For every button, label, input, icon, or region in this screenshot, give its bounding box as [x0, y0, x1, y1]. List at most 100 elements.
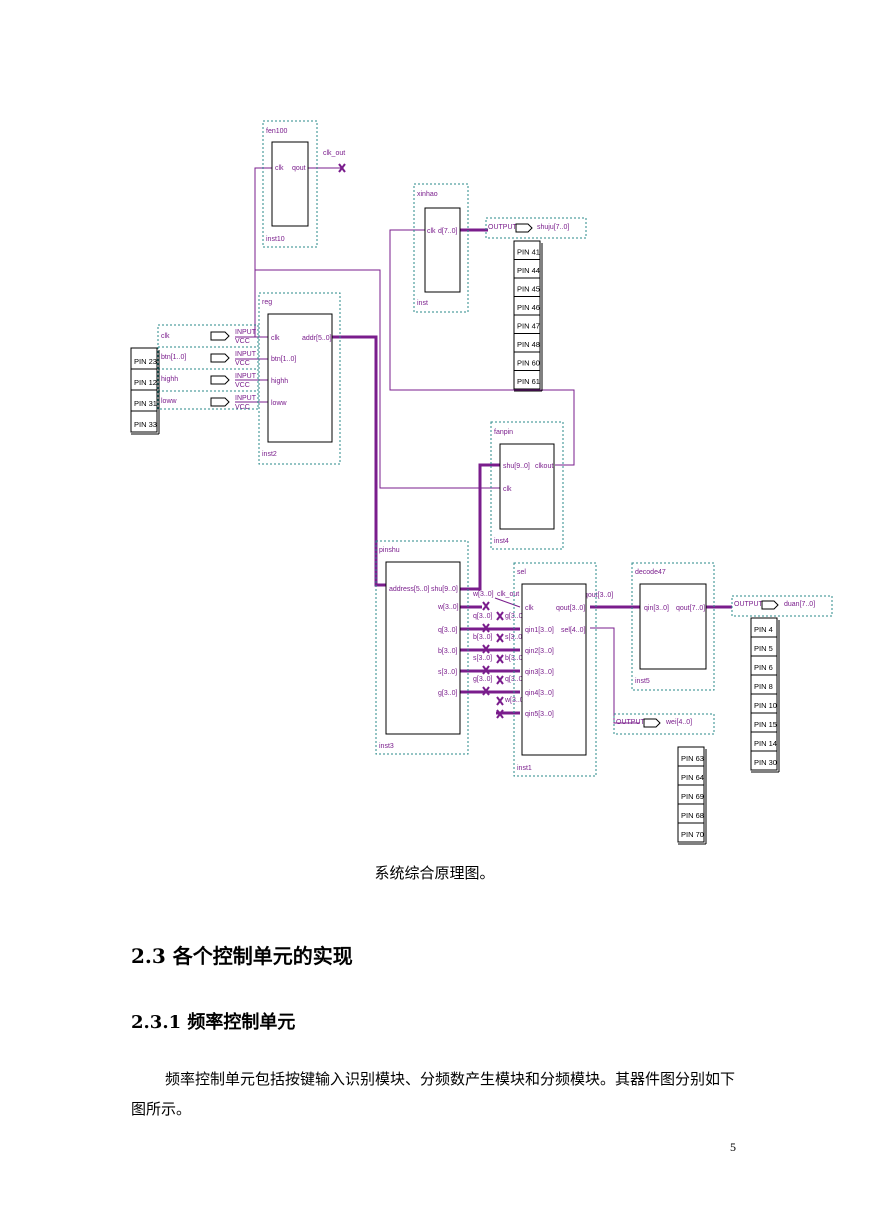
vcc-tag: VCC [235, 360, 250, 367]
vcc-tag: VCC [235, 338, 250, 345]
page-number: 5 [730, 1140, 736, 1154]
block-fanpin: fanpin inst4 shu[9..0] clk clkout [490, 421, 564, 550]
inst-label: inst1 [517, 765, 532, 772]
svg-text:clk_out: clk_out [497, 591, 519, 598]
block-name: fen100 [266, 128, 288, 135]
pin-label: PIN 46 [517, 303, 540, 312]
block-name: xinhao [417, 191, 438, 198]
block-decode47: decode47 inst5 qin[3..0] qout[7..0] [631, 562, 715, 691]
output-tag: OUTPUT [488, 224, 518, 231]
clk-out-label: clk_out [323, 150, 345, 157]
pin-label: PIN 45 [517, 285, 540, 294]
input-name: clk [161, 333, 170, 340]
wire-labels: w[3..0] q[3..0] b[3..0] s[3..0] g[3..0] … [472, 591, 613, 704]
block-sel: sel inst1 clk qin1[3..0] qin2[3..0] qin3… [513, 562, 597, 777]
port-label: g[3..0] [438, 690, 458, 697]
port-label: qin3[3..0] [525, 669, 554, 676]
pin-label: PIN 48 [517, 340, 540, 349]
pin-label: PIN 60 [517, 359, 540, 368]
output-wei: OUTPUT wei[4..0] [613, 713, 715, 735]
port-label: clk [525, 605, 534, 612]
pin-label: PIN 10 [754, 701, 777, 710]
inst-label: inst [417, 300, 428, 307]
input-name: loww [161, 398, 178, 405]
schematic-diagram: fen100 inst10 clk qout clk_out xinhao in… [130, 120, 833, 845]
svg-text:qout[3..0]: qout[3..0] [584, 592, 613, 599]
output-name: wei[4..0] [665, 719, 692, 726]
pin-label: PIN 61 [517, 377, 540, 386]
block-fen100: fen100 inst10 clk qout clk_out [262, 120, 345, 248]
port-label: clk [275, 165, 284, 172]
block-name: reg [262, 299, 272, 306]
port-label: qout[3..0] [556, 605, 585, 612]
inst-label: inst5 [635, 678, 650, 685]
port-label: d[7..0] [438, 228, 458, 235]
no-connect-markers [338, 163, 504, 719]
svg-text:s[3..0]: s[3..0] [505, 634, 524, 641]
svg-text:b[3..0]: b[3..0] [505, 655, 525, 662]
port-label: qin1[3..0] [525, 627, 554, 634]
block-xinhao: xinhao inst clk d[7..0] [413, 183, 469, 313]
pin-label: PIN 44 [517, 266, 540, 275]
input-name: highh [161, 376, 178, 383]
output-duan: OUTPUT duan[7..0] [731, 595, 833, 617]
output-tag: OUTPUT [734, 601, 764, 608]
pin-label: PIN 41 [517, 248, 540, 257]
port-label: address[5..0] [389, 586, 430, 593]
block-name: decode47 [635, 569, 666, 576]
pin-label: PIN 31 [134, 399, 157, 408]
svg-text:q[3..0]: q[3..0] [473, 613, 493, 620]
port-label: qin2[3..0] [525, 648, 554, 655]
port-label: qout[7..0] [676, 605, 705, 612]
buses [332, 228, 732, 715]
pin-cell [750, 750, 778, 771]
inst-label: inst10 [266, 236, 285, 243]
pin-label: PIN 23 [134, 357, 157, 366]
block-name: sel [517, 569, 526, 576]
svg-text:w[3..0]: w[3..0] [504, 697, 526, 704]
input-tag: INPUT [235, 329, 257, 336]
port-label: sel[4..0] [561, 627, 586, 634]
svg-text:w[3..0]: w[3..0] [472, 591, 494, 598]
svg-text:g[3..0]: g[3..0] [505, 613, 525, 620]
input-name: btn[1..0] [161, 354, 186, 361]
port-label: btn[1..0] [271, 356, 296, 363]
pin-label: PIN 30 [754, 758, 777, 767]
block-reg: reg inst2 clk btn[1..0] highh loww addr[… [258, 292, 341, 465]
input-tag: INPUT [235, 351, 257, 358]
block-name: fanpin [494, 429, 513, 436]
inst-label: inst4 [494, 538, 509, 545]
port-label: qin[3..0] [644, 605, 669, 612]
figure-caption: 系统综合原理图。 [374, 864, 495, 882]
port-label: clk [503, 486, 512, 493]
block-pinshu: pinshu inst3 address[5..0] shu[9..0] w[3… [375, 540, 469, 755]
pin-label: PIN 6 [754, 663, 773, 672]
port-label: loww [271, 400, 288, 407]
inst-label: inst2 [262, 451, 277, 458]
port-label: q[3..0] [438, 627, 458, 634]
svg-text:g[3..0]: g[3..0] [473, 676, 493, 683]
pin-label: PIN 12 [134, 378, 157, 387]
port-label: w[3..0] [437, 604, 459, 611]
output-name: shuju[7..0] [537, 224, 569, 231]
pin-label: PIN 64 [681, 773, 704, 782]
pin-label: PIN 14 [754, 739, 777, 748]
output-tag: OUTPUT [616, 719, 646, 726]
input-tag: INPUT [235, 373, 257, 380]
block-name: pinshu [379, 547, 400, 554]
output-shuju: OUTPUT shuju[7..0] [485, 217, 587, 239]
pin-label: PIN 8 [754, 682, 773, 691]
port-label: clk [427, 228, 436, 235]
port-label: s[3..0] [438, 669, 457, 676]
port-label: b[3..0] [438, 648, 458, 655]
pin-label: PIN 33 [134, 420, 157, 429]
body-paragraph: 频率控制单元包括按键输入识别模块、分频数产生模块和分频模块。其器件图分别如下图所… [131, 1070, 736, 1118]
port-label: shu[9..0] [431, 586, 458, 593]
input-pins: clk INPUT VCC btn[1..0] INPUT VCC highh … [157, 324, 259, 411]
pin-cell [513, 370, 541, 390]
output-name: duan[7..0] [784, 601, 815, 608]
pin-label: PIN 69 [681, 792, 704, 801]
